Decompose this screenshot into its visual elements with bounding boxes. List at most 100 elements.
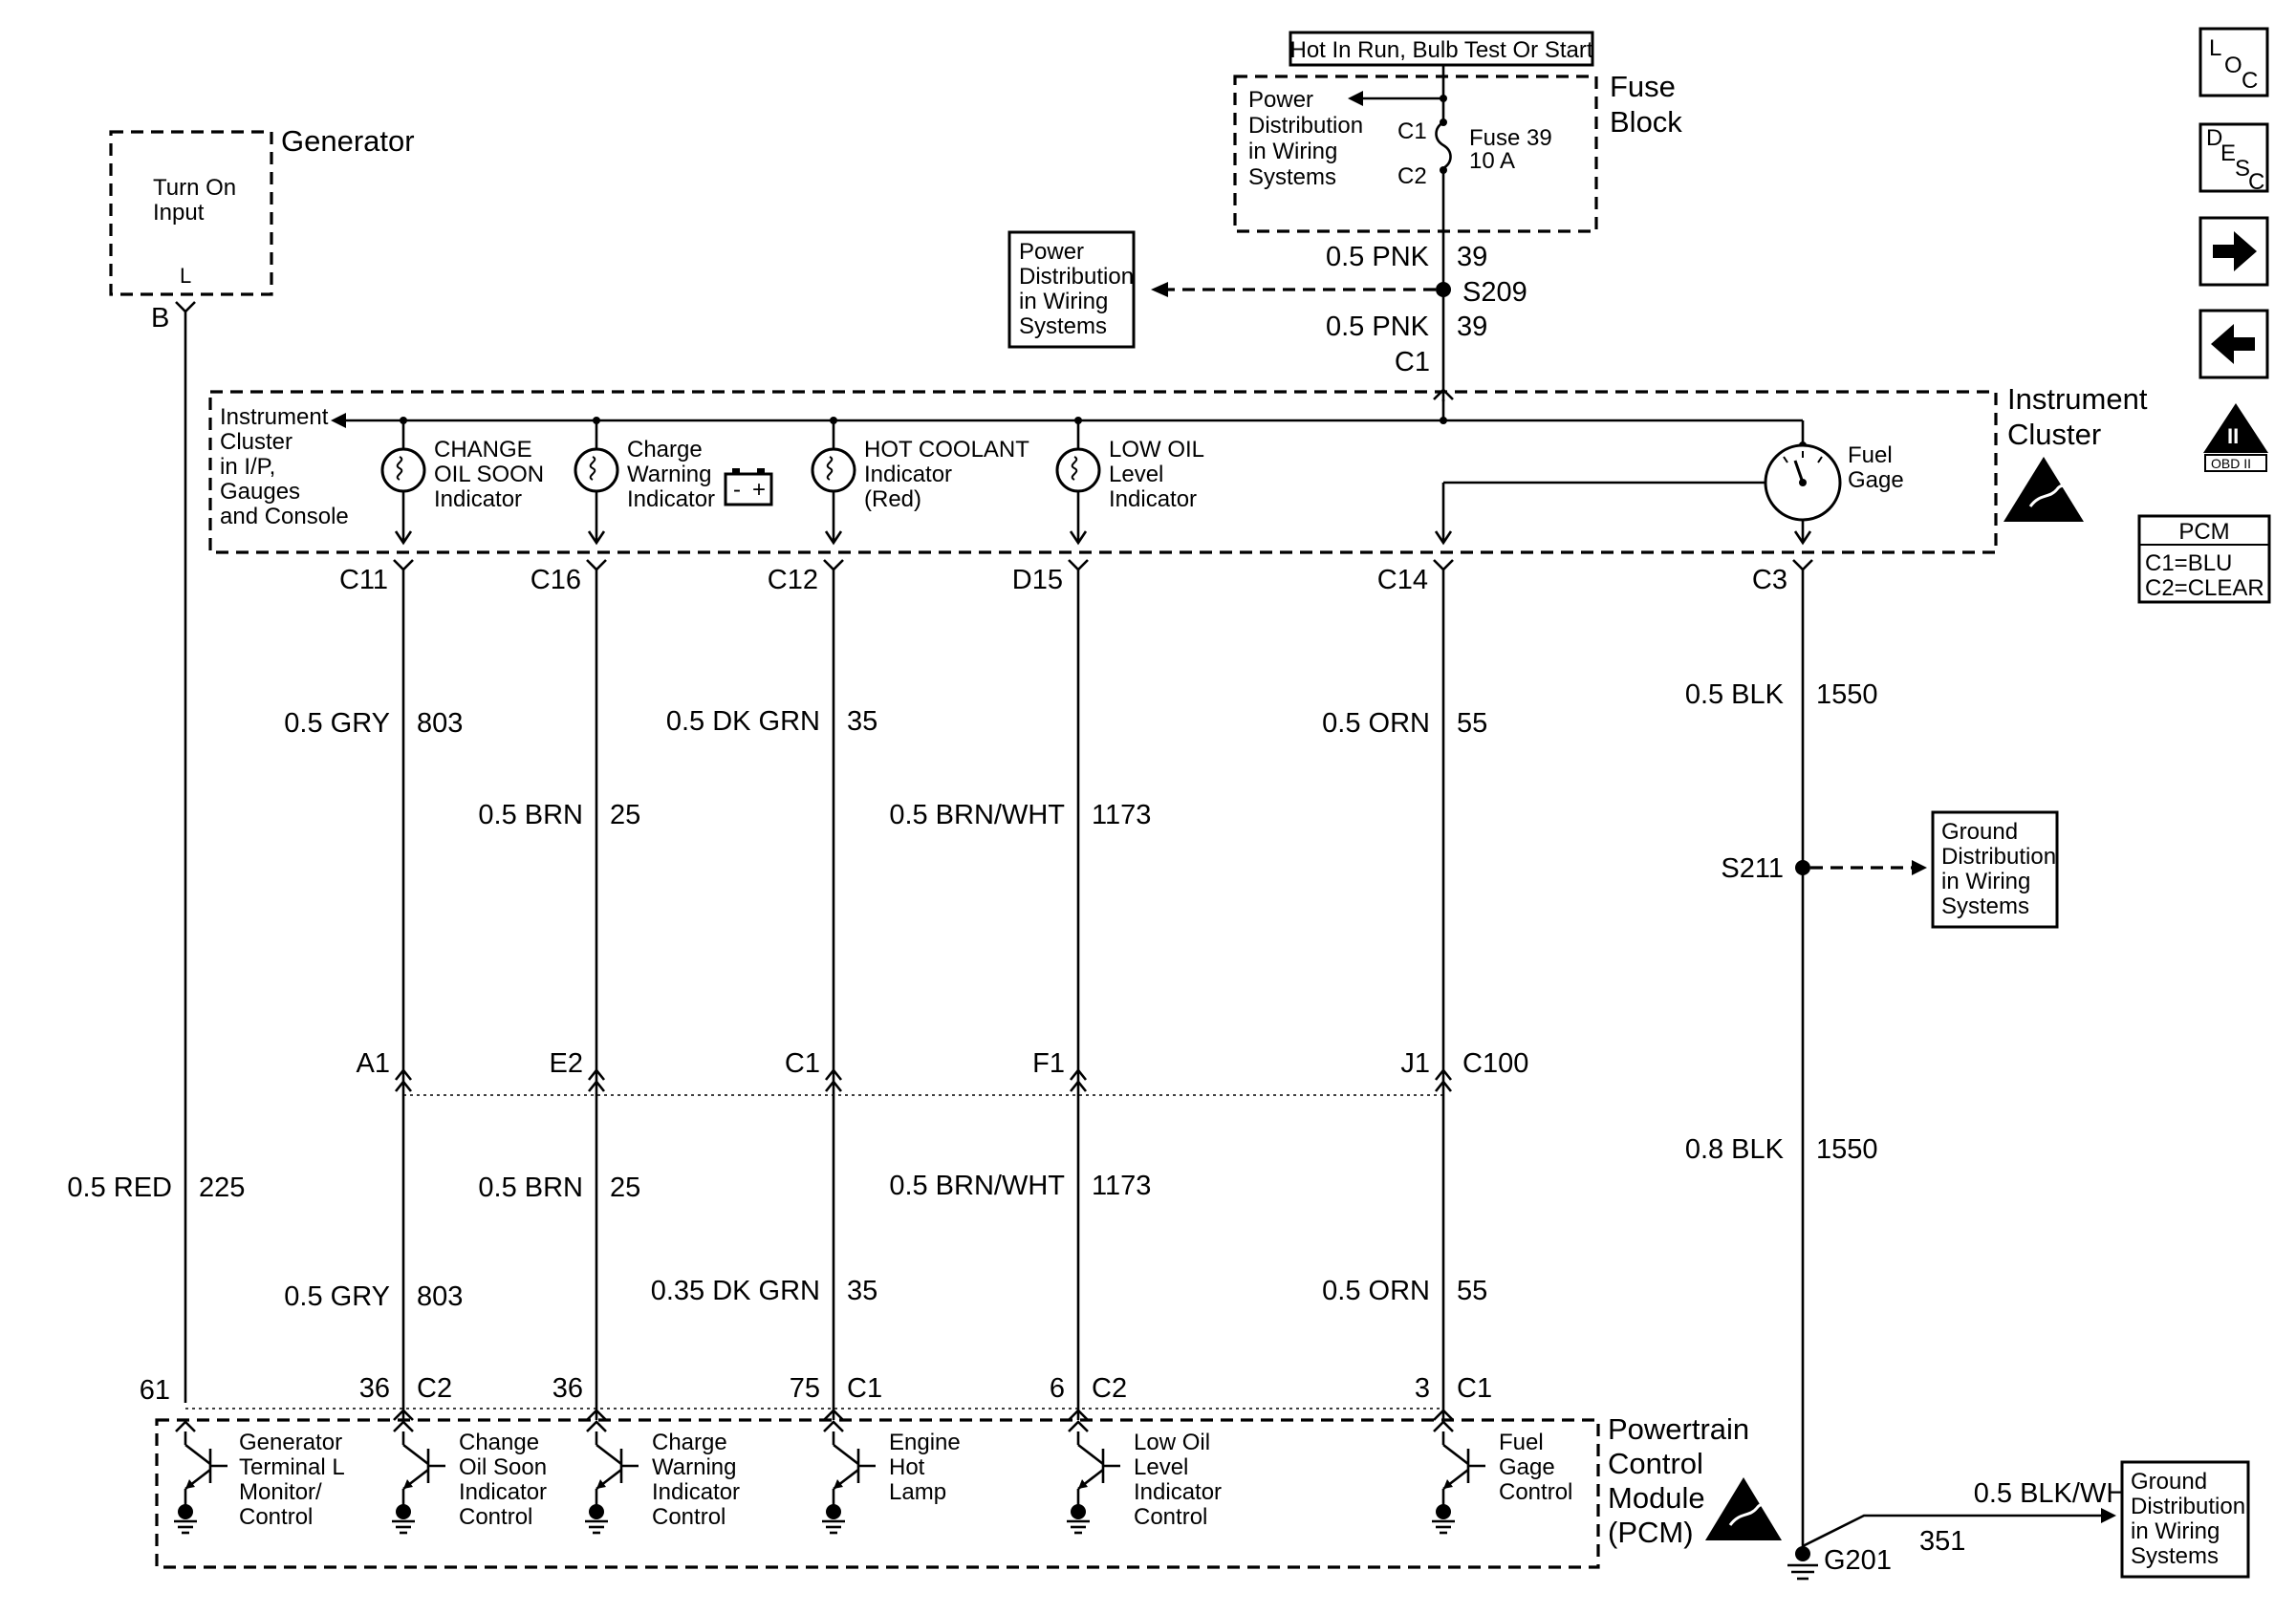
lamp-bulb-icon — [574, 447, 619, 493]
s209-name: S209 — [1462, 277, 1527, 308]
indicator-0-label-1: OIL SOON — [434, 462, 544, 487]
pcm-label-4-0: Fuel — [1499, 1430, 1544, 1455]
pcm-label-0-1: Oil Soon — [459, 1454, 547, 1480]
pcm-label-3-2: Indicator — [1134, 1479, 1222, 1505]
desc-letter-4: C — [2248, 169, 2264, 195]
upper-circuit-0: 803 — [417, 708, 463, 739]
pcm-label-2-0: Engine — [889, 1430, 961, 1455]
s209-circuit-bottom: 39 — [1457, 312, 1487, 342]
fuse-c1-label: C1 — [1397, 118, 1427, 144]
g201-gnd-dist-3: in Wiring — [2131, 1518, 2220, 1544]
s209-power-dist-4: Systems — [1019, 313, 1107, 339]
indicator-2-label-2: (Red) — [864, 486, 921, 512]
ic-note-2: Cluster — [220, 429, 292, 455]
fuse-block-title-1: Fuse — [1610, 70, 1676, 103]
g201-circuit: 351 — [1919, 1526, 1965, 1557]
generator-pin: B — [151, 303, 169, 334]
s211-gnd-dist-3: in Wiring — [1941, 869, 2030, 894]
ic-note-1: Instrument — [220, 404, 329, 430]
generator-circuit: 225 — [199, 1173, 245, 1203]
fuse-name: Fuse 39 — [1469, 125, 1552, 151]
pcm-pin-2: 75 — [790, 1373, 820, 1404]
fuel-gage-icon — [1764, 443, 1842, 522]
lower-wire-color-2: 0.35 DK GRN — [651, 1276, 820, 1306]
upper-wire-color-2: 0.5 DK GRN — [666, 706, 820, 737]
transistor-driver-icon — [174, 1420, 227, 1535]
s211-gnd-dist-4: Systems — [1941, 893, 2029, 919]
pcm-legend-c1: C1=BLU — [2145, 550, 2232, 576]
fuse-39-icon — [1435, 120, 1452, 170]
upper-wire-color-0: 0.5 GRY — [284, 708, 390, 739]
lower-wire-color-1: 0.5 BRN — [478, 1173, 583, 1203]
ic-feed-connector: C1 — [1395, 347, 1430, 377]
ic-pin-4: C14 — [1377, 565, 1428, 595]
pcm-conn-4: C1 — [1457, 1373, 1492, 1404]
pcm-label-4-1: Gage — [1499, 1454, 1555, 1480]
s211-name: S211 — [1721, 853, 1784, 884]
indicator-3-label-0: LOW OIL — [1109, 437, 1204, 463]
pcm-pin-3: 6 — [1050, 1373, 1065, 1404]
indicator-2-label-1: Indicator — [864, 462, 952, 487]
lower-wire-color-4: 0.5 ORN — [1322, 1276, 1430, 1306]
indicator-0-label-2: Indicator — [434, 486, 522, 512]
pcm-label-2-1: Hot — [889, 1454, 925, 1480]
pcm-label-1-3: Control — [652, 1504, 726, 1530]
fb-power-dist-1: Power — [1248, 87, 1313, 113]
fb-power-dist-3: in Wiring — [1248, 139, 1337, 164]
s209-power-dist-2: Distribution — [1019, 264, 1134, 290]
indicator-1-label-2: Indicator — [627, 486, 715, 512]
battery-plus: + — [752, 477, 766, 503]
ground-upper-circuit: 1550 — [1816, 679, 1878, 710]
ic-note-5: and Console — [220, 504, 349, 529]
upper-circuit-3: 1173 — [1092, 800, 1151, 830]
indicator-1-label-1: Warning — [627, 462, 711, 487]
esd-warning-icon — [2004, 457, 2084, 522]
s209-power-dist-1: Power — [1019, 239, 1084, 265]
obd-ii-button[interactable]: II OBD II — [2203, 403, 2268, 472]
pcm-module: Powertrain Control Module (PCM) 61 Gener… — [140, 1375, 1782, 1569]
ic-note-4: Gauges — [220, 479, 300, 505]
upper-circuit-1: 25 — [610, 800, 640, 830]
s209-wire-top: 0.5 PNK — [1326, 242, 1430, 272]
previous-page-button[interactable] — [2199, 309, 2269, 379]
s209-wire-bottom: 0.5 PNK — [1326, 312, 1430, 342]
next-page-button[interactable] — [2199, 216, 2269, 287]
ground-circuit: C3 0.5 BLK 1550 S211 Ground Distribution… — [1685, 559, 2250, 1581]
indicator-0-label-0: CHANGE — [434, 437, 532, 463]
pcm-label-0-2: Indicator — [459, 1479, 547, 1505]
desc-letter-2: E — [2220, 140, 2236, 166]
pcm-label-3-0: Low Oil — [1134, 1430, 1210, 1455]
loc-button[interactable]: L O C — [2199, 27, 2269, 97]
loc-letter-3: C — [2242, 68, 2258, 94]
pcm-title-2: Control — [1608, 1447, 1703, 1480]
indicator-1-label-0: Charge — [627, 437, 703, 463]
pcm-gen-pin: 61 — [140, 1375, 170, 1406]
pcm-pin-4: 3 — [1415, 1373, 1430, 1404]
pcm-conn-0: C2 — [417, 1373, 452, 1404]
lower-wire-color-0: 0.5 GRY — [284, 1281, 390, 1312]
s209-power-dist-3: in Wiring — [1019, 289, 1108, 314]
transistor-driver-icon — [1067, 1420, 1120, 1535]
arrow-left-icon — [2211, 324, 2255, 364]
ground-lower-circuit: 1550 — [1816, 1134, 1878, 1165]
obd-label: OBD II — [2211, 456, 2251, 471]
c100-pin-4: J1 — [1400, 1048, 1430, 1079]
arrow-right-icon — [2213, 231, 2257, 271]
lamp-bulb-icon — [1055, 447, 1101, 493]
pcm-label-3-3: Control — [1134, 1504, 1207, 1530]
generator-title: Generator — [281, 124, 415, 158]
transistor-driver-icon — [585, 1420, 639, 1535]
pcm-gen-label-2: Terminal L — [239, 1454, 345, 1480]
desc-letter-1: D — [2206, 125, 2222, 151]
g201-gnd-dist-2: Distribution — [2131, 1494, 2245, 1519]
c100-pin-3: F1 — [1032, 1048, 1065, 1079]
loc-letter-2: O — [2224, 53, 2242, 78]
lamp-bulb-icon — [380, 447, 426, 493]
s211-gnd-dist-2: Distribution — [1941, 844, 2056, 870]
s211-gnd-dist-1: Ground — [1941, 819, 2018, 845]
ground-ic-pin: C3 — [1752, 565, 1787, 595]
pcm-pin-1: 36 — [552, 1373, 583, 1404]
desc-button[interactable]: D E S C — [2199, 122, 2269, 195]
